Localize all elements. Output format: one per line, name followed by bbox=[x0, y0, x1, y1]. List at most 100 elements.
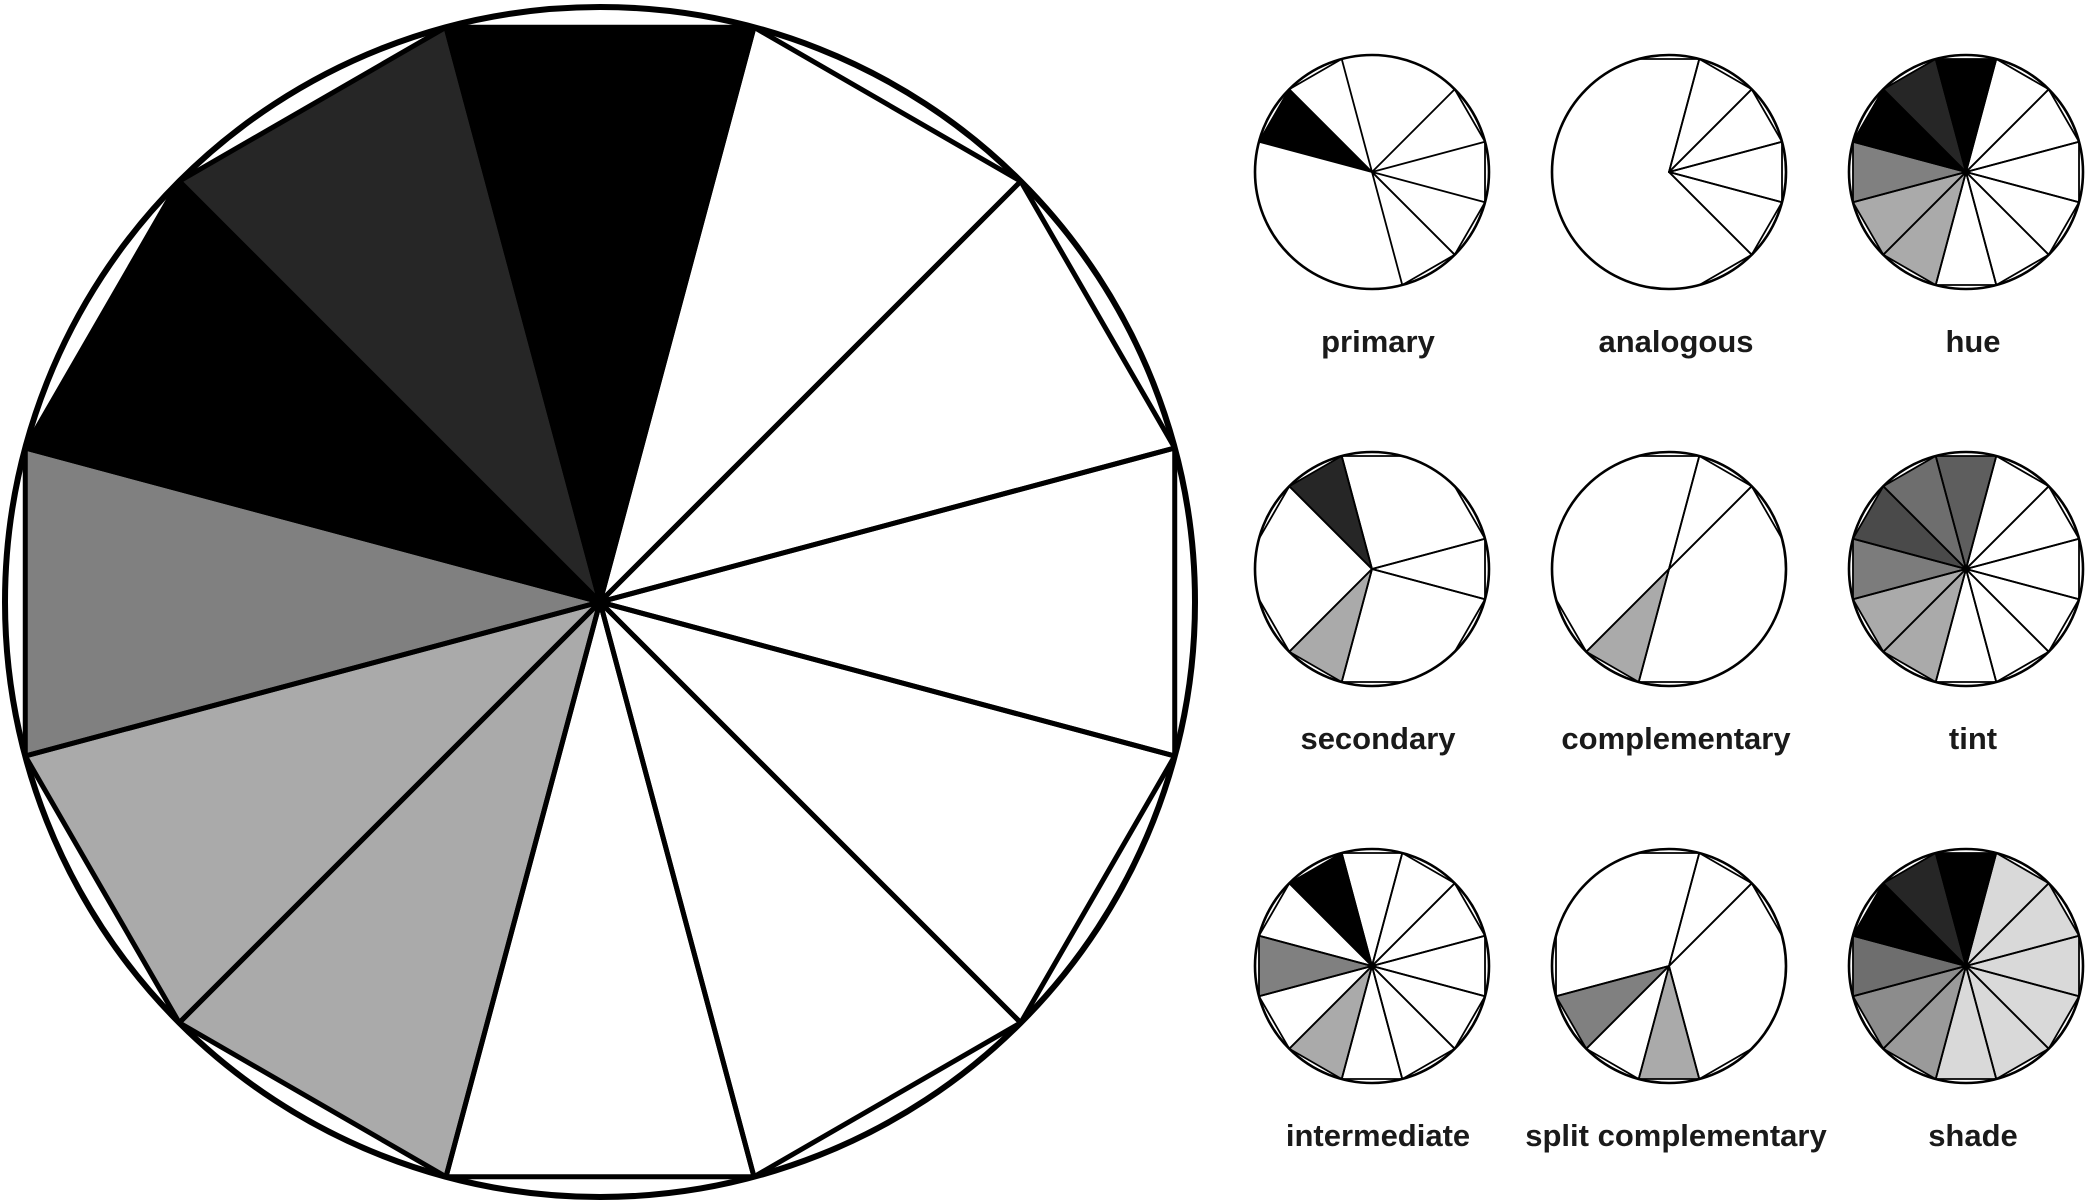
wheel-intermediate-spoke bbox=[1371, 882, 1456, 967]
wheel-intermediate-spoke bbox=[1288, 882, 1373, 967]
wheel-shade-segment-5 bbox=[1966, 966, 2049, 1080]
wheel-hue-spoke bbox=[1882, 171, 1967, 256]
wheel-analogous-segment-6 bbox=[1638, 172, 1700, 286]
wheel-split-complementary-spoke bbox=[1637, 965, 1670, 1080]
main-wheel-segment-6 bbox=[446, 602, 754, 1177]
wheel-shade-spoke bbox=[1852, 934, 1967, 967]
wheel-shade-spoke bbox=[1965, 965, 1998, 1080]
wheel-primary-segment-9 bbox=[1258, 141, 1372, 203]
wheel-shade-segment-2 bbox=[1966, 883, 2080, 966]
wheel-analogous-segment-11 bbox=[1586, 58, 1669, 172]
wheel-complementary-segment-9 bbox=[1555, 538, 1669, 600]
wheel-split-complementary-segment-4 bbox=[1669, 966, 1783, 1049]
main-wheel-spoke bbox=[597, 599, 757, 1180]
main-wheel-segment-7 bbox=[179, 602, 600, 1177]
main-wheel-chord bbox=[178, 25, 448, 184]
wheel-shade bbox=[1847, 847, 2085, 1085]
wheel-complementary-segment-11 bbox=[1586, 455, 1669, 569]
wheel-analogous-spoke bbox=[1668, 171, 1783, 204]
wheel-shade-segment-10 bbox=[1852, 883, 1966, 966]
wheel-tint-segment-1 bbox=[1966, 455, 2049, 569]
wheel-intermediate-spoke bbox=[1258, 934, 1373, 967]
label-secondary: secondary bbox=[1300, 721, 1456, 756]
main-wheel-segment-9 bbox=[25, 448, 600, 756]
wheel-split-complementary-spoke bbox=[1668, 882, 1753, 967]
wheel-intermediate-segment-1 bbox=[1372, 852, 1455, 966]
wheel-split-complementary-segment-11 bbox=[1586, 852, 1669, 966]
label-analogous: analogous bbox=[1598, 324, 1753, 359]
wheel-hue-chord bbox=[1852, 88, 1885, 143]
wheel-hue-segment-4 bbox=[1966, 172, 2080, 255]
wheel-shade-spoke bbox=[1934, 965, 1967, 1080]
main-wheel-spoke bbox=[597, 445, 1178, 605]
wheel-secondary-segment-10 bbox=[1258, 486, 1372, 569]
wheel-tint-segment-8 bbox=[1852, 569, 1966, 652]
wheel-primary-segment-3 bbox=[1372, 141, 1486, 203]
wheel-hue-chord bbox=[1852, 201, 1885, 256]
wheel-secondary-chord bbox=[1453, 598, 1486, 653]
wheel-secondary-chord bbox=[1288, 650, 1343, 683]
wheel-hue-chord bbox=[1882, 253, 1937, 286]
main-wheel-spoke bbox=[176, 599, 603, 1026]
wheel-intermediate-outline bbox=[1253, 847, 1491, 1085]
wheel-primary-spoke bbox=[1371, 140, 1486, 173]
wheel-complementary-segment-1 bbox=[1669, 455, 1752, 569]
main-wheel-chord bbox=[752, 25, 1022, 184]
wheel-intermediate-segment-3 bbox=[1372, 935, 1486, 997]
wheel-tint-segment-4 bbox=[1966, 569, 2080, 652]
wheel-secondary-outline bbox=[1253, 450, 1491, 688]
wheel-complementary-outline bbox=[1550, 450, 1788, 688]
wheel-intermediate-spoke bbox=[1371, 852, 1404, 967]
main-wheel-chord bbox=[1018, 754, 1177, 1024]
wheel-tint-chord bbox=[1882, 650, 1937, 683]
wheel-primary-spoke bbox=[1371, 171, 1456, 256]
wheel-complementary-spoke bbox=[1668, 485, 1753, 570]
wheel-complementary-segment-7 bbox=[1586, 569, 1669, 683]
main-wheel-segment-2 bbox=[600, 181, 1175, 602]
wheel-secondary bbox=[1253, 450, 1491, 688]
wheel-tint-chord bbox=[2047, 598, 2080, 653]
wheel-shade-chord bbox=[2047, 995, 2080, 1050]
wheel-split-complementary-spoke bbox=[1668, 965, 1701, 1080]
wheel-analogous-spoke bbox=[1668, 171, 1753, 256]
wheel-split-complementary-segment-8 bbox=[1555, 966, 1669, 1049]
wheel-secondary-spoke bbox=[1371, 568, 1486, 601]
label-shade: shade bbox=[1928, 1118, 2018, 1153]
wheel-intermediate-segment-9 bbox=[1258, 935, 1372, 997]
wheel-secondary-spoke bbox=[1288, 485, 1373, 570]
wheel-shade-chord bbox=[1995, 1047, 2050, 1080]
wheel-shade-spoke bbox=[1882, 965, 1967, 1050]
wheel-hue-spoke bbox=[1965, 88, 2050, 173]
wheel-analogous-chord bbox=[1698, 58, 1753, 91]
wheel-complementary-segment-12 bbox=[1638, 455, 1700, 569]
wheel-intermediate-chord bbox=[1401, 1047, 1456, 1080]
wheel-complementary-segment-10 bbox=[1555, 486, 1669, 569]
wheel-intermediate-segment-6 bbox=[1341, 966, 1403, 1080]
wheel-split-complementary-segment-7 bbox=[1586, 966, 1669, 1080]
wheel-split-complementary-outline bbox=[1550, 847, 1788, 1085]
wheel-secondary-segment-11 bbox=[1289, 455, 1372, 569]
label-hue: hue bbox=[1945, 324, 2000, 359]
wheel-intermediate-spoke bbox=[1340, 965, 1373, 1080]
wheel-secondary-chord bbox=[1258, 598, 1291, 653]
main-wheel-spoke bbox=[443, 24, 603, 605]
wheel-intermediate-segment-8 bbox=[1258, 966, 1372, 1049]
wheel-complementary-segment-3 bbox=[1669, 538, 1783, 600]
wheel-tint-chord bbox=[1882, 455, 1937, 488]
wheel-tint-spoke bbox=[1965, 568, 2050, 653]
wheel-tint-spoke bbox=[1965, 568, 1998, 683]
label-split-complementary: split complementary bbox=[1525, 1118, 1827, 1153]
main-wheel-segment-3 bbox=[600, 448, 1175, 756]
wheel-primary-segment-10 bbox=[1258, 89, 1372, 172]
wheel-intermediate-spoke bbox=[1288, 965, 1373, 1050]
wheel-analogous-spoke bbox=[1668, 88, 1753, 173]
wheel-split-complementary-segment-3 bbox=[1669, 935, 1783, 997]
main-wheel-segment-5 bbox=[600, 602, 1021, 1177]
main-wheel-spoke bbox=[443, 599, 603, 1180]
wheel-tint bbox=[1847, 450, 2085, 688]
wheel-tint-spoke bbox=[1852, 537, 1967, 570]
main-wheel-spoke bbox=[176, 178, 603, 605]
wheel-tint-spoke bbox=[1965, 537, 2080, 570]
wheel-secondary-segment-6 bbox=[1341, 569, 1403, 683]
main-wheel-segment-4 bbox=[600, 602, 1175, 1023]
